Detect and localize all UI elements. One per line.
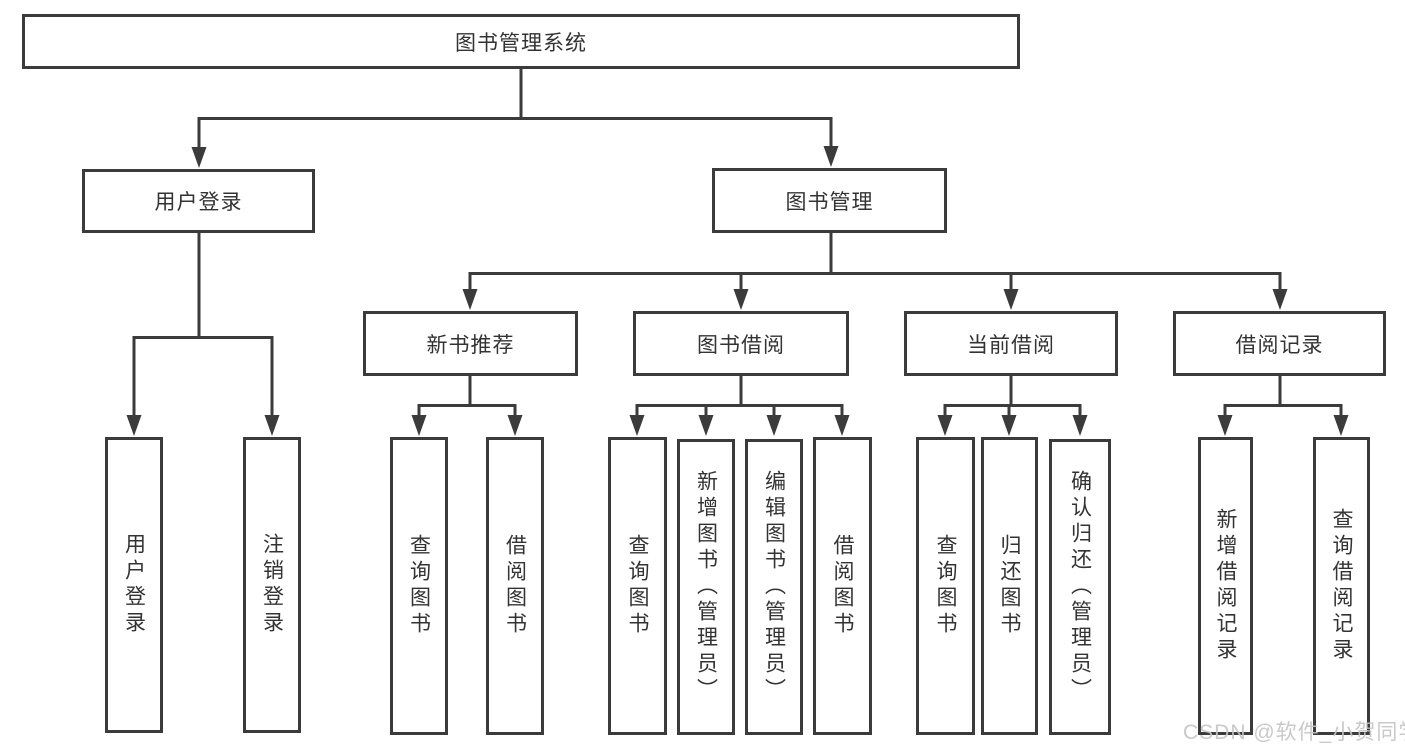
leaf-borrow-books-2-label: 借阅图书 (831, 534, 854, 638)
leaf-query-books-3-label: 查询图书 (934, 534, 957, 638)
leaf-query-borrow-record: 查询借阅记录 (1313, 437, 1370, 735)
leaf-edit-books-admin: 编辑图书（管理员） (745, 439, 803, 735)
leaf-return-books-label: 归还图书 (998, 534, 1021, 638)
leaf-add-books-admin: 新增图书（管理员） (677, 439, 735, 735)
node-book-management-label: 图书管理 (785, 190, 874, 214)
node-user-login-label: 用户登录 (154, 191, 243, 214)
leaf-borrow-books-1: 借阅图书 (486, 437, 544, 735)
leaf-add-borrow-record-label: 新增借阅记录 (1214, 508, 1237, 664)
node-user-login: 用户登录 (82, 169, 315, 233)
leaf-add-borrow-record: 新增借阅记录 (1198, 437, 1253, 735)
leaf-add-books-admin-label: 新增图书（管理员） (694, 470, 718, 704)
leaf-return-books: 归还图书 (981, 437, 1038, 735)
leaf-query-books-2-label: 查询图书 (626, 534, 649, 638)
node-book-borrow: 图书借阅 (633, 311, 849, 376)
node-borrow-record: 借阅记录 (1173, 311, 1386, 376)
leaf-query-borrow-record-label: 查询借阅记录 (1330, 508, 1353, 664)
node-root: 图书管理系统 (22, 14, 1020, 69)
leaf-query-books-2: 查询图书 (608, 437, 667, 735)
csdn-watermark: CSDN @软件_小贺同学 (1183, 721, 1405, 744)
leaf-query-books-1: 查询图书 (390, 437, 448, 735)
leaf-logout: 注销登录 (243, 437, 301, 733)
leaf-borrow-books-2: 借阅图书 (813, 437, 872, 735)
leaf-confirm-return-admin-label: 确认归还（管理员） (1068, 470, 1092, 704)
leaf-borrow-books-1-label: 借阅图书 (503, 534, 527, 638)
node-root-label: 图书管理系统 (455, 31, 587, 55)
leaf-confirm-return-admin: 确认归还（管理员） (1049, 439, 1111, 735)
leaf-logout-label: 注销登录 (260, 533, 284, 637)
leaf-user-login: 用户登录 (105, 437, 163, 733)
node-current-borrow-label: 当前借阅 (967, 333, 1055, 357)
arrowheads (126, 146, 1349, 436)
leaf-query-books-1-label: 查询图书 (407, 534, 431, 638)
leaf-edit-books-admin-label: 编辑图书（管理员） (762, 470, 786, 704)
node-borrow-record-label: 借阅记录 (1235, 333, 1324, 357)
node-new-book-recommend-label: 新书推荐 (426, 333, 515, 357)
node-book-borrow-label: 图书借阅 (697, 333, 785, 357)
node-current-borrow: 当前借阅 (904, 311, 1118, 376)
leaf-query-books-3: 查询图书 (916, 437, 975, 735)
node-book-management: 图书管理 (712, 168, 947, 233)
node-new-book-recommend: 新书推荐 (363, 311, 578, 376)
leaf-user-login-label: 用户登录 (122, 533, 146, 637)
